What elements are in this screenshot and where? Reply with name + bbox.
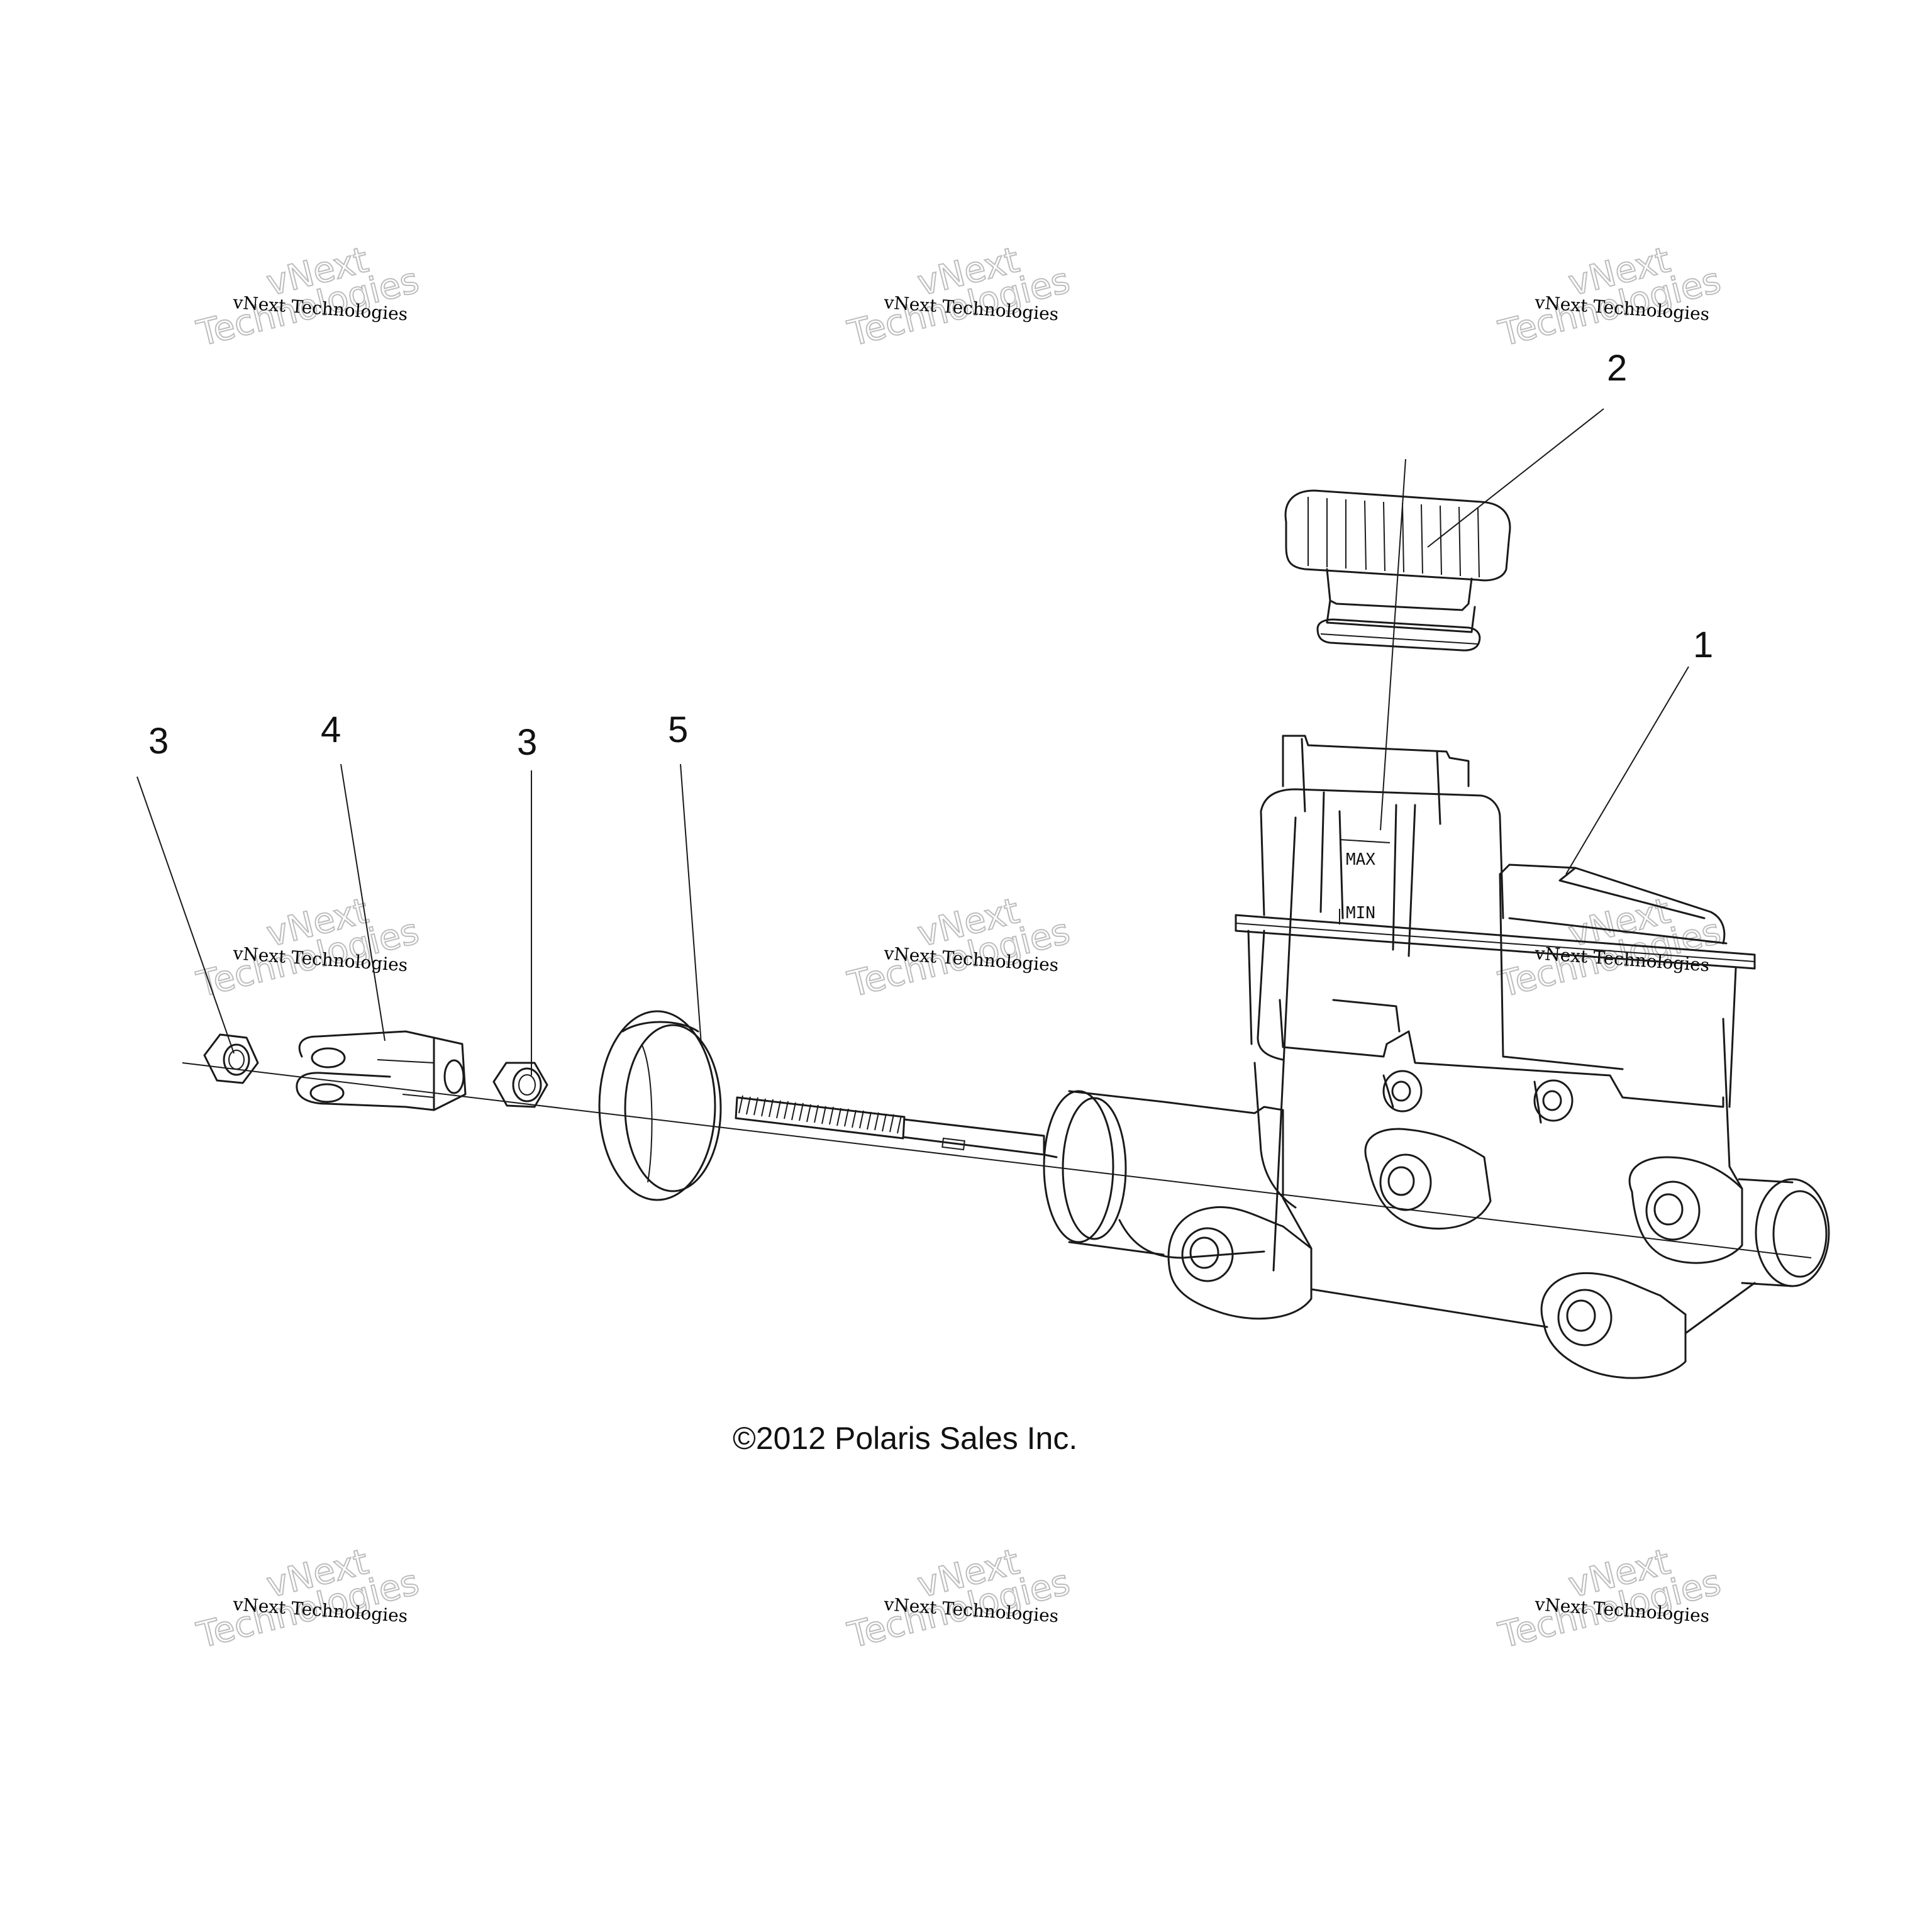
watermark: vNext Technologies vNext Technologies bbox=[843, 1541, 1075, 1657]
master-cylinder-body bbox=[1043, 816, 1830, 1379]
leader-line-1 bbox=[1565, 666, 1689, 875]
fluid-reservoir: MAX MIN bbox=[1235, 735, 1756, 1108]
callout-labels: 1 2 3 4 3 5 bbox=[148, 348, 1713, 763]
watermark: vNext Technologies vNext Technologies bbox=[192, 1541, 424, 1657]
watermark: vNext Technologies vNext Technologies bbox=[192, 239, 424, 355]
leader-lines bbox=[136, 408, 1689, 1075]
watermark: vNext Technologies vNext Technologies bbox=[192, 890, 424, 1006]
cap-axis-line bbox=[1380, 458, 1406, 831]
max-level-label: MAX bbox=[1346, 850, 1375, 869]
leader-line-4 bbox=[340, 763, 386, 1041]
clevis bbox=[296, 1030, 467, 1111]
boot-seal bbox=[598, 1010, 722, 1201]
callout-2: 2 bbox=[1607, 348, 1627, 389]
rod-threads bbox=[735, 1095, 906, 1140]
watermark: vNext Technologies vNext Technologies bbox=[1494, 1541, 1726, 1657]
watermark: vNext Technologies vNext Technologies bbox=[843, 890, 1075, 1006]
max-level-line bbox=[1339, 839, 1391, 843]
callout-3-right: 3 bbox=[517, 722, 537, 763]
callout-5: 5 bbox=[668, 709, 688, 750]
watermark: vNext Technologies vNext Technologies bbox=[843, 239, 1075, 355]
jam-nut-right bbox=[492, 1062, 548, 1108]
leader-line-5 bbox=[680, 763, 702, 1045]
min-level-label: MIN bbox=[1346, 904, 1375, 923]
push-rod bbox=[735, 1095, 1045, 1156]
assembly-axis-line bbox=[182, 1062, 1812, 1258]
callout-4: 4 bbox=[321, 709, 341, 750]
callout-1: 1 bbox=[1693, 625, 1713, 665]
leader-line-2 bbox=[1427, 408, 1604, 548]
callout-3-left: 3 bbox=[148, 721, 169, 762]
watermark: vNext Technologies vNext Technologies bbox=[1494, 239, 1726, 355]
watermark: vNext Technologies vNext Technologies bbox=[1494, 890, 1726, 1006]
jam-nut-left bbox=[203, 1033, 259, 1084]
reservoir-cap bbox=[1284, 489, 1511, 652]
leader-line-3a bbox=[136, 776, 235, 1054]
copyright-notice: ©2012 Polaris Sales Inc. bbox=[733, 1421, 1077, 1456]
